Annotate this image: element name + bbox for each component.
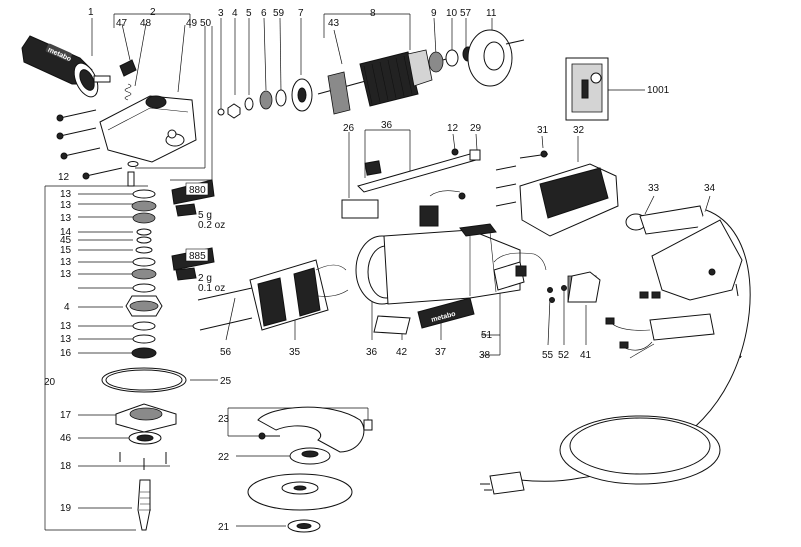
label-34: 34: [704, 183, 716, 194]
label-33: 33: [648, 183, 660, 194]
label-57: 57: [460, 8, 472, 19]
grinding-disc: [247, 473, 353, 511]
electronics-board: [605, 291, 715, 359]
label-13-d: 13: [60, 257, 72, 268]
wheel-guard: [257, 406, 373, 453]
label-37: 37: [435, 347, 447, 358]
label-23: 23: [218, 414, 230, 425]
field-winding: [197, 259, 349, 331]
spindle-stack: [101, 189, 187, 531]
electronics-parts: [547, 271, 601, 303]
tube-885-label: 885: [189, 251, 206, 262]
label-56: 56: [220, 347, 232, 358]
label-42: 42: [396, 347, 408, 358]
fan-guide-ring: [467, 29, 525, 87]
tube-880-weight-oz: 0.2 oz: [198, 220, 225, 231]
label-13-g: 13: [60, 334, 72, 345]
label-41: 41: [580, 350, 592, 361]
label-45: 45: [60, 235, 72, 246]
label-1001: 1001: [647, 85, 670, 96]
label-19: 19: [60, 503, 72, 514]
screw-and-clip: [451, 148, 481, 161]
label-4-left: 4: [64, 302, 70, 313]
label-38: 38: [479, 350, 491, 361]
label-25: 25: [220, 376, 232, 387]
stickers: metabo: [373, 297, 475, 335]
label-16: 16: [60, 348, 72, 359]
label-50: 50: [200, 18, 212, 29]
lock-button-and-spring: [119, 59, 137, 101]
detail-inset-1001: [565, 57, 609, 121]
label-3: 3: [218, 8, 224, 19]
label-36-bottom: 36: [366, 347, 378, 358]
switch-rod-assembly: [341, 153, 477, 227]
label-36-top: 36: [381, 120, 393, 131]
label-17: 17: [60, 410, 72, 421]
label-20: 20: [44, 377, 56, 388]
side-handle: metabo: [21, 35, 111, 98]
label-52: 52: [558, 350, 570, 361]
label-35: 35: [289, 347, 301, 358]
label-31: 31: [537, 125, 549, 136]
label-11: 11: [486, 8, 497, 19]
label-55: 55: [542, 350, 554, 361]
flange-nut: [289, 447, 331, 465]
label-51: 51: [481, 330, 493, 341]
gear-housing: [99, 95, 197, 163]
tube-880-weight: 5 g: [198, 210, 212, 221]
part-number-labels: 1 2 47 48 49 50 3 4 5 6 59 7 8 43 9 10 5…: [44, 7, 743, 533]
label-59: 59: [273, 8, 285, 19]
label-8: 8: [370, 8, 376, 19]
label-13-f: 13: [60, 321, 72, 332]
power-cable: [480, 415, 721, 495]
label-15: 15: [60, 245, 72, 256]
label-13-e: 13: [60, 269, 72, 280]
rear-handle-and-cable: [579, 205, 751, 479]
motor-housing-shell: [519, 163, 619, 237]
label-32-top: 32: [573, 125, 585, 136]
label-2: 2: [150, 7, 156, 18]
armature-bearings: [217, 78, 313, 119]
motor-housing: [355, 223, 521, 305]
label-43: 43: [328, 18, 340, 29]
label-29: 29: [470, 123, 482, 134]
label-26: 26: [343, 123, 355, 134]
label-21: 21: [218, 522, 230, 533]
label-18: 18: [60, 461, 72, 472]
label-46: 46: [60, 433, 72, 444]
label-6: 6: [261, 8, 267, 19]
leader-lines: [44, 13, 738, 531]
grease-tube-880: 880 5 g 0.2 oz: [171, 179, 225, 231]
clamping-nut: [287, 519, 321, 533]
label-1: 1: [88, 7, 94, 18]
cover-screws: [495, 150, 549, 207]
label-10: 10: [446, 8, 458, 19]
grease-tube-885: 885 2 g 0.1 oz: [171, 247, 225, 294]
label-5: 5: [246, 8, 252, 19]
armature: [317, 46, 474, 115]
label-13-b: 13: [60, 200, 72, 211]
label-22: 22: [218, 452, 230, 463]
label-12-top: 12: [447, 123, 459, 134]
label-4: 4: [232, 8, 238, 19]
label-49: 49: [186, 18, 198, 29]
label-12-left: 12: [58, 172, 70, 183]
housing-screws: [56, 109, 139, 187]
strain-relief-screw: [735, 283, 739, 297]
label-47: 47: [116, 18, 128, 29]
tube-880-label: 880: [189, 185, 206, 196]
label-13-c: 13: [60, 213, 72, 224]
tube-885-weight-oz: 0.1 oz: [198, 283, 225, 294]
switch-module: [493, 252, 547, 291]
label-13-a: 13: [60, 189, 72, 200]
tube-885-weight: 2 g: [198, 273, 212, 284]
label-48: 48: [140, 18, 152, 29]
label-14: 14: [60, 227, 72, 238]
label-9: 9: [431, 8, 437, 19]
label-7: 7: [298, 8, 304, 19]
